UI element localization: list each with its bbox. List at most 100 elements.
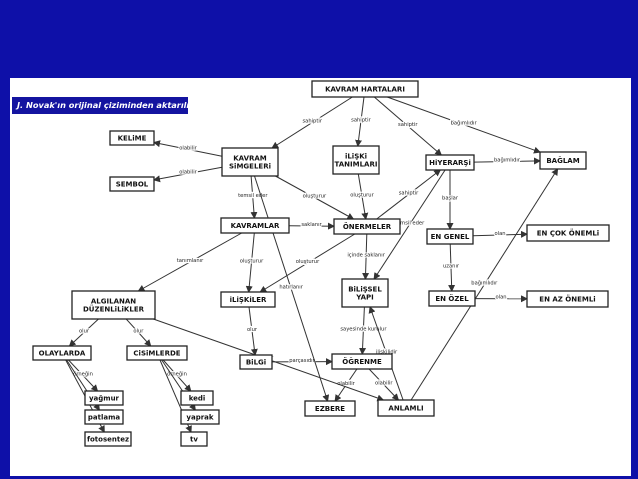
- edge-label-kavram_simgeleri-to-kavramlar: temsil eder: [238, 193, 268, 199]
- node-sembol: SEMBOL: [109, 176, 155, 192]
- edge-label-bilissel_yapi-to-ogrenme: sayesinde kurulur: [340, 327, 387, 333]
- node-box-baglam: [539, 151, 587, 170]
- edge-label-kavram_simgeleri-to-sembol: olabilir: [179, 170, 197, 176]
- node-en_cok_onemli: EN ÇOK ÖNEMLi: [526, 224, 610, 242]
- edge-ogrenme-to-ezbere: [334, 368, 358, 402]
- node-box-ogrenme: [331, 353, 393, 370]
- node-box-yaprak: [180, 409, 220, 425]
- edge-kavram_haritalari-to-kavram_simgeleri: [271, 96, 353, 149]
- edge-label-cisimlerde-to-kedi: örneğin: [167, 371, 187, 378]
- node-kedi: kedi: [180, 390, 214, 406]
- node-box-yagmur: [84, 390, 124, 406]
- edge-label-onermeler-to-bilissel_yapi: içinde saklanır: [347, 253, 385, 259]
- node-olaylarda: OLAYLARDA: [32, 345, 92, 361]
- node-box-bilissel_yapi: [341, 278, 389, 308]
- edge-label-hiyerarsi-to-en_genel: başlar: [442, 196, 459, 202]
- edge-algilanan-to-olaylarda: [68, 318, 99, 347]
- node-label-en_ozel: EN ÖZEL: [435, 294, 469, 303]
- node-box-olaylarda: [32, 345, 92, 361]
- node-label-en_az_onemli: EN AZ ÖNEMLi: [539, 295, 595, 304]
- node-label-anlamli: ANLAMLI: [388, 405, 423, 413]
- edge-label-en_genel-to-en_ozel: uzanır: [443, 264, 460, 270]
- node-label-kavram_haritalari: KAVRAM HARTALARI: [325, 86, 405, 94]
- edge-label-ogrenme-to-ezbere: olabilir: [337, 381, 355, 387]
- node-box-fotosentez: [84, 431, 132, 447]
- node-box-kavram_simgeleri: [221, 147, 279, 177]
- edge-hiyerarsi-to-baglam: [473, 157, 541, 165]
- edge-label-kavramlar-to-onermeler: saklanır: [301, 222, 322, 228]
- edge-label-anlamli-to-bilissel_yapi: ilişkilidir: [376, 350, 398, 356]
- node-kelime: KELiME: [109, 130, 155, 146]
- node-box-iliskiler: [220, 291, 276, 308]
- node-en_ozel: EN ÖZEL: [428, 290, 476, 307]
- node-box-kavramlar: [220, 217, 290, 234]
- node-label-tv: tv: [190, 436, 198, 444]
- edge-onermeler-to-hiyerarsi: [376, 169, 442, 220]
- node-label-iliskiler: iLiŞKiLER: [230, 296, 267, 304]
- node-kavram_haritalari: KAVRAM HARTALARI: [311, 80, 419, 98]
- node-label-sembol: SEMBOL: [116, 181, 149, 189]
- edge-kavram_simgeleri-to-kelime: [153, 140, 223, 157]
- edge-label-hiyerarsi-to-baglam: bağımlıdır: [494, 157, 521, 164]
- node-label-kelime: KELiME: [118, 135, 147, 143]
- node-label-onermeler: ÖNERMELER: [343, 222, 392, 231]
- node-tv: tv: [180, 431, 208, 447]
- edge-label-bilgi-to-ogrenme: parçasıdır: [289, 358, 315, 364]
- edge-label-anlamli-to-baglam: bağımlıdır: [471, 280, 498, 287]
- node-box-algilanan: [71, 290, 156, 320]
- edge-label-kavram_simgeleri-to-onermeler: oluşturur: [303, 194, 327, 200]
- edge-onermeler-to-iliskiler: [259, 233, 356, 293]
- edge-iliskiler-to-bilgi: [248, 306, 258, 356]
- edge-ogrenme-to-anlamli: [368, 368, 400, 401]
- node-parlama: patlama: [84, 409, 124, 425]
- caption-label: J. Novak'ın orijinal çiziminden aktarılı: [12, 97, 188, 114]
- node-box-ezbere: [304, 400, 356, 417]
- edge-label-kavram_simgeleri-to-ezbere: hatırlanır: [279, 285, 303, 291]
- node-en_genel: EN GENEL: [426, 228, 474, 245]
- edge-en_genel-to-en_ozel: [448, 243, 456, 292]
- node-fotosentez: fotosentez: [84, 431, 132, 447]
- edge-olaylarda-to-yagmur: [68, 359, 99, 392]
- edge-kavram_haritalari-to-iliski_tanimlari: [355, 96, 365, 147]
- node-label-parlama: patlama: [88, 414, 120, 422]
- node-cisimlerde: CiSiMLERDE: [126, 345, 188, 361]
- edge-kavramlar-to-iliskiler: [245, 232, 255, 293]
- node-en_az_onemli: EN AZ ÖNEMLi: [526, 290, 609, 308]
- node-label-hiyerarsi: HiYERARŞi: [429, 159, 471, 167]
- node-box-parlama: [84, 409, 124, 425]
- node-box-tv: [180, 431, 208, 447]
- node-kavramlar: KAVRAMLAR: [220, 217, 290, 234]
- node-box-en_ozel: [428, 290, 476, 307]
- edge-cisimlerde-to-kedi: [162, 359, 192, 392]
- edge-label-olaylarda-to-yagmur: örneğin: [73, 371, 93, 378]
- edge-label-onermeler-to-hiyerarsi: sahiptir: [399, 191, 419, 197]
- node-box-cisimlerde: [126, 345, 188, 361]
- edge-kavram_haritalari-to-baglam: [387, 96, 541, 154]
- edge-kavram_simgeleri-to-onermeler: [275, 175, 355, 220]
- edge-label-kavramlar-to-iliskiler: oluşturur: [240, 259, 264, 265]
- edge-bilissel_yapi-to-ogrenme: [359, 306, 367, 355]
- edge-anlamli-to-baglam: [410, 168, 559, 401]
- edge-iliski_tanimlari-to-onermeler: [357, 173, 369, 220]
- node-box-anlamli: [377, 399, 435, 417]
- edge-algilanan-to-cisimlerde: [125, 318, 152, 347]
- node-label-bilgi: BiLGi: [246, 359, 266, 367]
- edge-label-en_genel-to-en_cok_onemli: olan: [494, 231, 505, 237]
- edge-onermeler-to-bilissel_yapi: [362, 233, 370, 280]
- node-ogrenme: ÖĞRENME: [331, 353, 393, 370]
- node-iliskiler: iLiŞKiLER: [220, 291, 276, 308]
- edge-kavram_simgeleri-to-ezbere: [254, 175, 330, 402]
- edge-label-onermeler-to-iliskiler: oluşturur: [296, 259, 320, 265]
- node-bilgi: BiLGi: [239, 354, 273, 370]
- node-label-en_cok_onemli: EN ÇOK ÖNEMLi: [537, 229, 599, 238]
- node-anlamli: ANLAMLI: [377, 399, 435, 417]
